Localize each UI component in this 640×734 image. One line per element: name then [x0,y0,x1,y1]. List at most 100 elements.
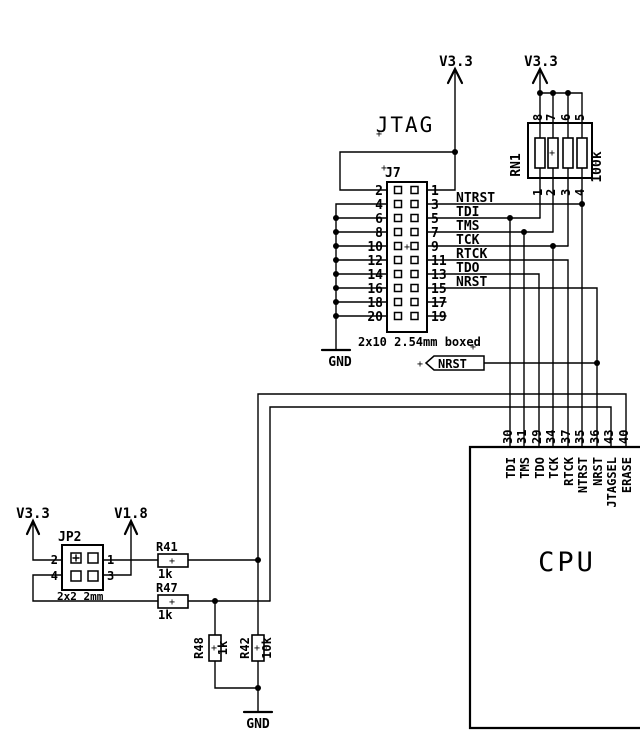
jp2-pad [70,570,82,582]
j7-pad [393,269,403,279]
rn1-resistor-3 [562,137,574,169]
rn1-pin-8: 8 [531,114,545,121]
cpu-name-jtagsel: JTAGSEL [605,457,619,508]
r47-refdes: R47 [156,581,178,595]
junction-dot [333,285,339,291]
anchor-cross-r47: + [169,597,175,608]
wire [32,574,159,602]
j7-pad [410,213,419,223]
rn1-network-body [527,122,593,179]
j7-pin-15: 15 [431,282,447,297]
anchor-cross-r48: + [211,643,217,654]
jp2-pin-2: 2 [51,553,58,567]
rn1-value: 100k [590,151,605,182]
power-label-v33-rn1: V3.3 [524,54,558,70]
power-arrow-icon [446,66,464,85]
jp2-caption: 2x2 2mm [57,590,104,603]
junction-dot [333,229,339,235]
j7-pad [410,283,419,293]
j7-pad [393,227,403,237]
j7-pin-10: 10 [367,240,383,255]
r41-refdes: R41 [156,540,178,554]
anchor-cross-r42: + [254,643,260,654]
j7-pin-5: 5 [431,212,439,227]
j7-pad [393,297,403,307]
junction-dot [550,243,556,249]
jp2-pin-3: 3 [107,569,114,583]
wire [214,660,259,689]
power-arrow-icon [123,518,139,536]
gnd-label-j7: GND [328,355,352,370]
rn1-resistor-2 [547,137,559,169]
r41-value: 1k [158,567,173,581]
cpu-name-erase: ERASE [620,457,634,493]
wire [339,151,456,191]
junction-dot [333,313,339,319]
j7-pad [393,185,403,195]
r47-value: 1k [158,608,173,622]
anchor-cross-r41: + [169,556,175,567]
cpu-name-ntrst: NTRST [576,457,590,493]
junction-dot [333,299,339,305]
junction-dot [565,90,571,96]
signal-rtck: RTCK [456,247,487,262]
j7-pin-11: 11 [431,254,447,269]
rn1-refdes: RN1 [509,153,524,177]
anchor-cross-j7-center: + [404,242,410,253]
cpu-name-tdo: TDO [533,457,547,479]
junction-dot [579,201,585,207]
junction-dot [333,215,339,221]
cpu-pin-37: 37 [559,430,573,444]
junction-dot [537,90,543,96]
wire [102,521,132,576]
r48-body [208,634,222,662]
jp2-refdes: JP2 [58,530,81,545]
power-label-v18: V1.8 [114,506,148,522]
power-arrow-icon [531,66,549,85]
cpu-name-rtck: RTCK [562,456,576,486]
rn1-pin-7: 7 [544,114,558,121]
wire [426,259,569,448]
junction-dot [255,685,261,691]
junction-dot [452,149,458,155]
cpu-box [468,445,640,730]
signal-ntrst: NTRST [456,191,495,206]
j7-pin-12: 12 [367,254,383,269]
j7-pin-20: 20 [367,310,383,325]
nrst-flag-label: NRST [438,357,467,371]
j7-refdes: J7 [385,166,401,181]
power-arrow-icon [25,518,41,536]
cpu-pin-43: 43 [602,430,616,444]
jp2-pad [87,552,99,564]
rn1-pin-4: 4 [573,189,587,196]
anchor-cross-rn1: + [549,148,555,159]
cpu-pin-36: 36 [588,430,602,444]
j7-pin-9: 9 [431,240,439,255]
junction-dot [521,229,527,235]
rn1-resistor-1 [534,137,546,169]
j7-pad [393,241,403,251]
r42-refdes: R42 [238,637,252,659]
gnd-label-bottom: GND [246,717,270,732]
r41-body [157,553,189,568]
j7-pad [393,255,403,265]
cpu-pin-29: 29 [530,430,544,444]
junction-dot [333,243,339,249]
cpu-pin-31: 31 [515,430,529,444]
r47-body [157,594,189,609]
cpu-name-tms: TMS [518,457,532,479]
j7-pin-6: 6 [375,212,383,227]
j7-pad [410,185,419,195]
signal-nrst: NRST [456,275,487,290]
rn1-pin-3: 3 [559,189,573,196]
j7-pin-17: 17 [431,296,447,311]
wire [426,273,540,448]
wire [32,521,63,561]
j7-pin-18: 18 [367,296,383,311]
cpu-pin-30: 30 [501,430,515,444]
j7-connector-body [386,181,428,333]
cpu-pin-34: 34 [544,430,558,444]
junction-dot [333,257,339,263]
